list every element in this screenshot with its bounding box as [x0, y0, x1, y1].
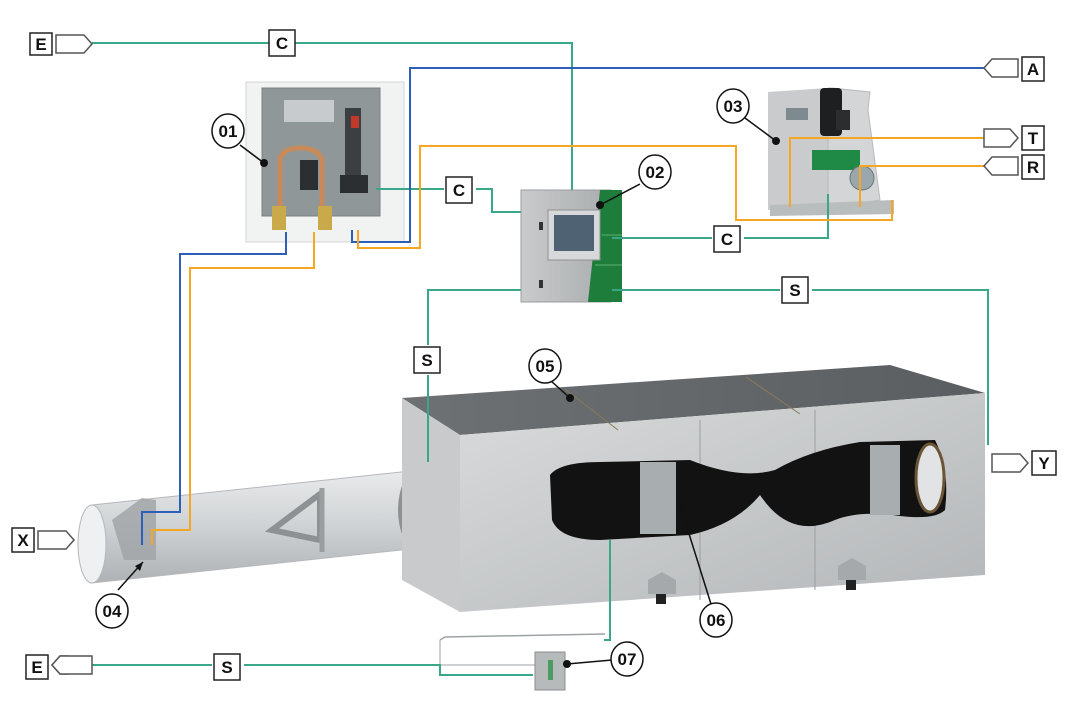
signal-lines	[92, 42, 989, 676]
arrow-right-icon	[55, 34, 94, 54]
tag-s-bottom: S	[213, 653, 241, 681]
endpoint-r: R	[982, 154, 1045, 180]
endpoint-x: X	[11, 527, 76, 553]
arrow-left-icon	[982, 58, 1019, 78]
endpoint-e-top-label: E	[35, 35, 46, 54]
tag-s-left: S	[413, 346, 441, 374]
endpoint-e-bottom: E	[25, 654, 93, 680]
endpoint-r-label: R	[1027, 158, 1039, 177]
air-lines	[141, 67, 984, 545]
svg-text:01: 01	[219, 122, 238, 141]
svg-text:03: 03	[724, 97, 743, 116]
svg-text:04: 04	[103, 602, 122, 621]
endpoint-e-top: E	[29, 32, 94, 56]
arrow-right-icon	[991, 453, 1030, 473]
svg-text:S: S	[789, 281, 800, 300]
endpoint-x-label: X	[17, 531, 29, 550]
svg-text:C: C	[721, 230, 733, 249]
endpoint-y: Y	[991, 450, 1057, 476]
unit-01-gas-panel	[245, 81, 405, 243]
endpoint-a-label: A	[1027, 60, 1039, 79]
callout-07: 07	[563, 641, 644, 677]
fuel-lines	[151, 137, 984, 545]
arrow-left-icon	[982, 156, 1019, 176]
svg-text:07: 07	[618, 650, 637, 669]
svg-text:S: S	[421, 351, 432, 370]
callout-05: 05	[528, 348, 574, 402]
unit-05-housing	[402, 365, 985, 612]
inlet-duct	[77, 458, 459, 584]
unit-07-sensor	[439, 633, 606, 691]
callout-01: 01	[211, 113, 268, 167]
callout-06: 06	[676, 501, 733, 638]
svg-text:C: C	[276, 34, 288, 53]
arrow-right-icon	[983, 128, 1020, 148]
svg-text:05: 05	[536, 357, 555, 376]
tag-s-right: S	[781, 276, 809, 304]
svg-text:C: C	[453, 181, 465, 200]
svg-text:S: S	[221, 658, 232, 677]
callout-03: 03	[716, 88, 780, 145]
tag-c-unit01: C	[445, 176, 473, 204]
unit-02-control-cabinet	[520, 189, 622, 303]
endpoint-t-label: T	[1028, 129, 1039, 148]
arrow-right-icon	[37, 530, 76, 550]
callout-02: 02	[596, 154, 672, 209]
callout-04: 04	[95, 561, 144, 629]
unit-03-pump-skid	[768, 87, 894, 216]
tag-c-unit03: C	[713, 225, 741, 253]
tag-c-top: C	[268, 29, 296, 57]
endpoint-e-bottom-label: E	[31, 658, 42, 677]
endpoint-a: A	[982, 56, 1045, 82]
svg-text:02: 02	[646, 163, 665, 182]
svg-text:06: 06	[707, 611, 726, 630]
endpoint-t: T	[983, 125, 1045, 151]
arrow-left-icon	[50, 655, 93, 675]
endpoint-y-label: Y	[1038, 454, 1050, 473]
